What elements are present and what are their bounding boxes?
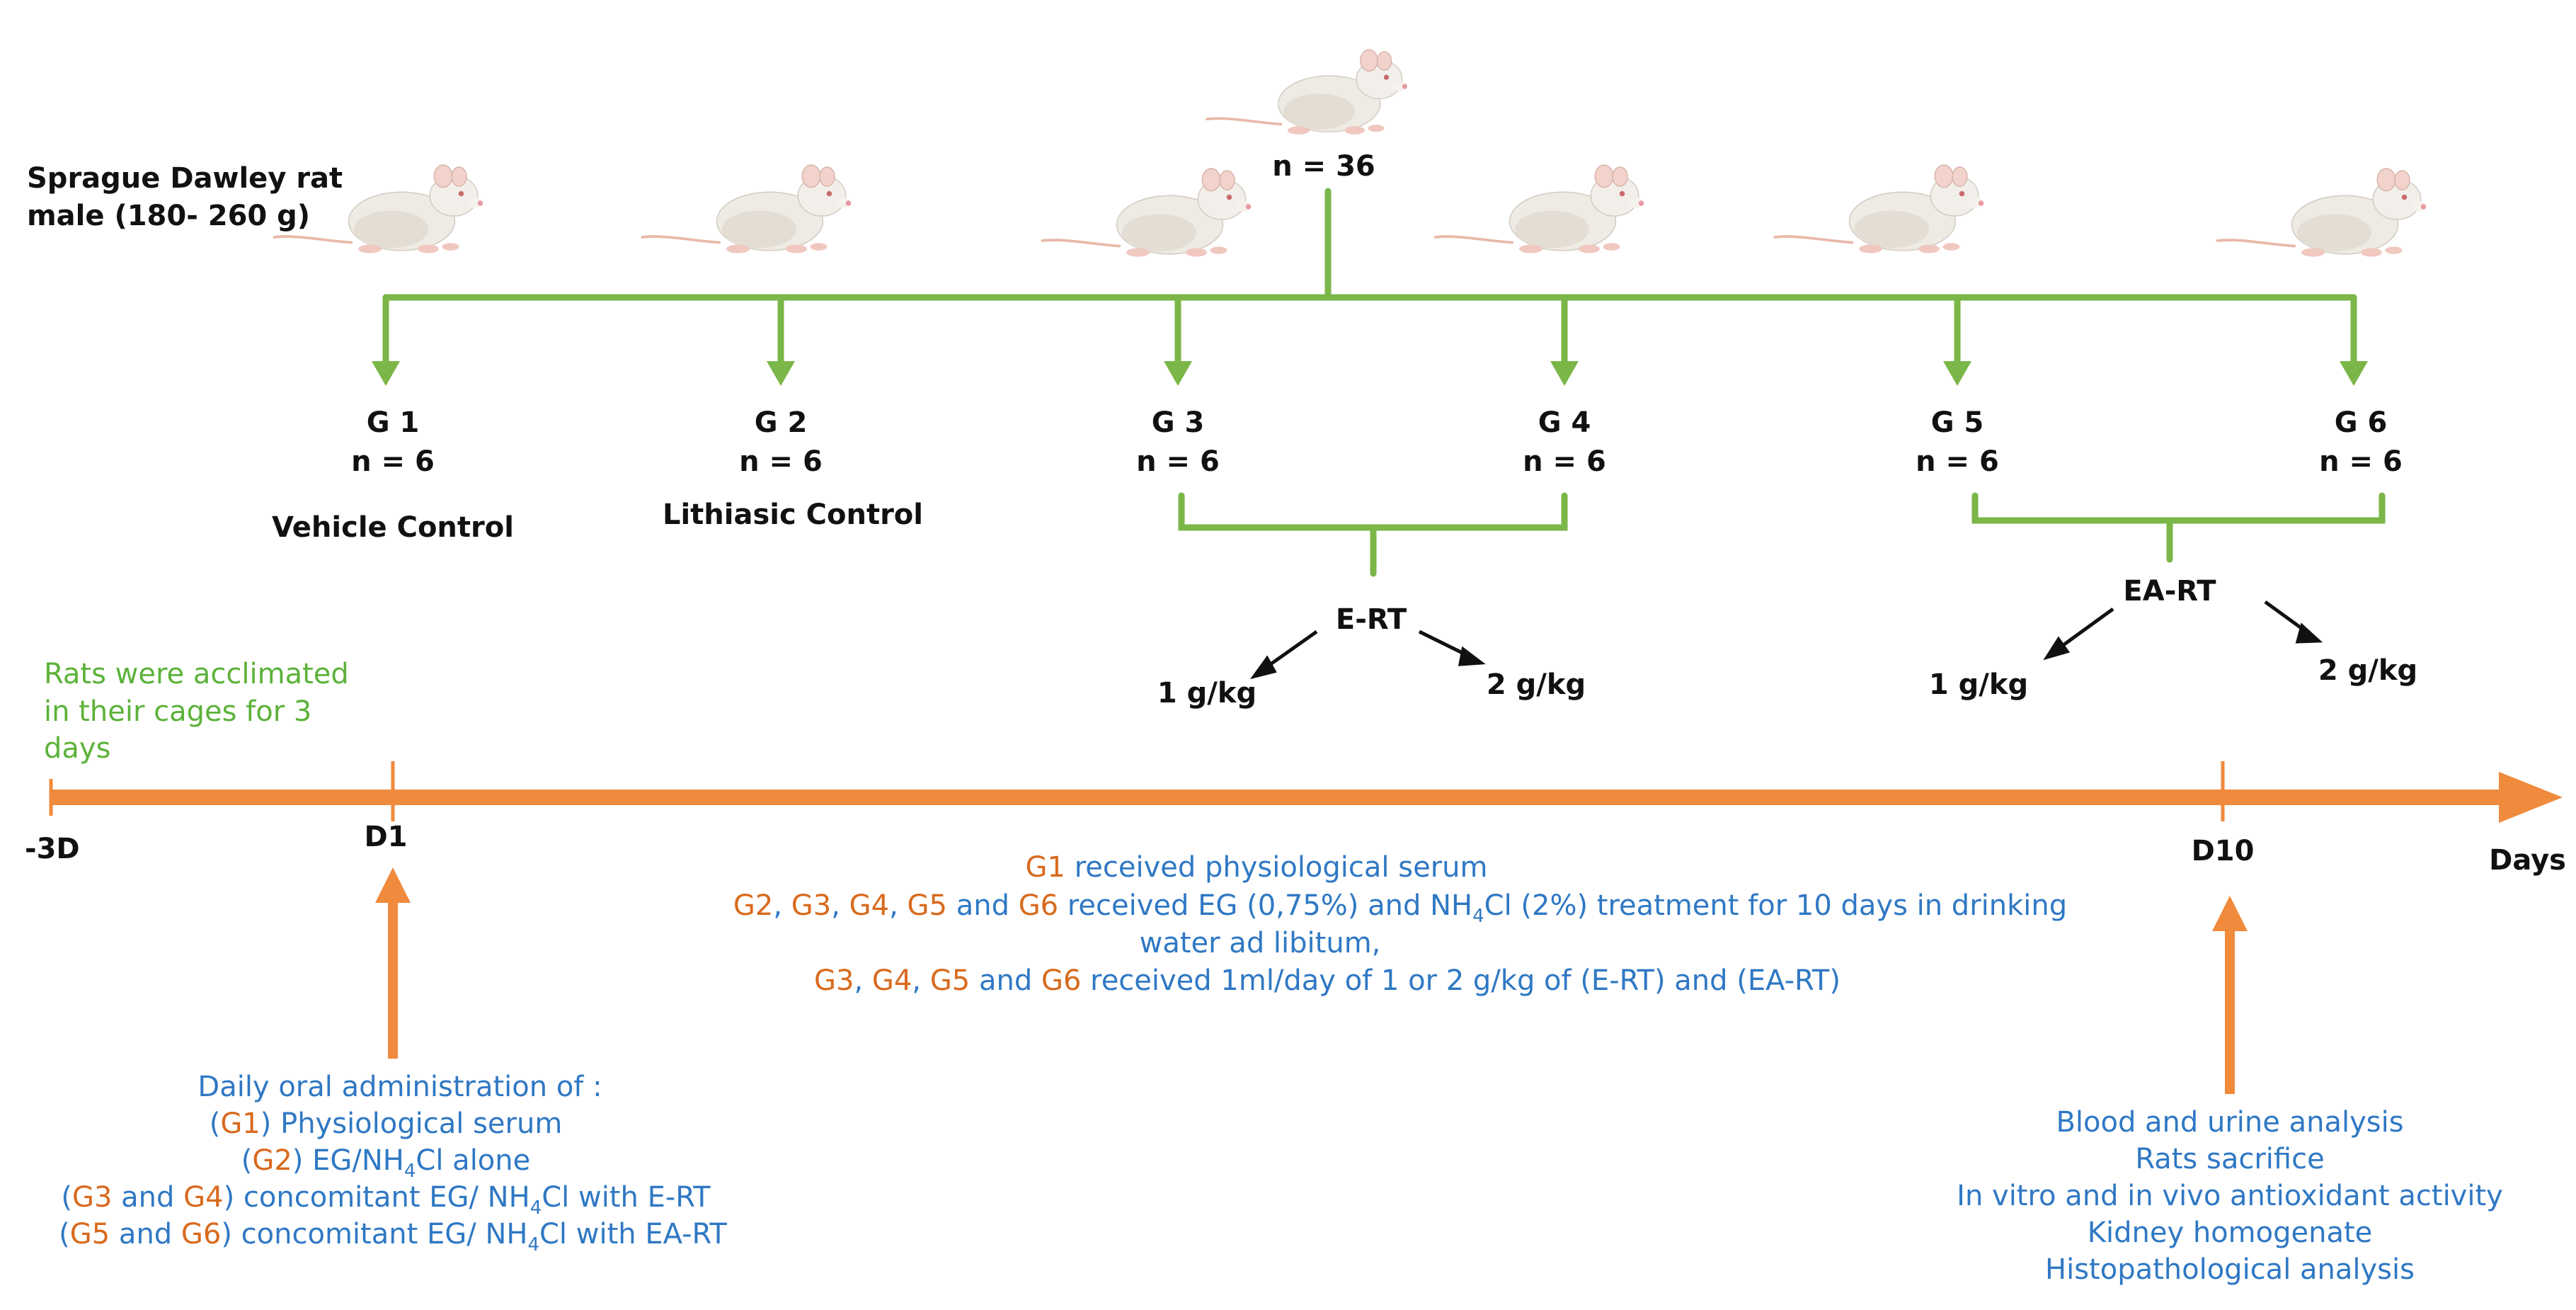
timeline-start-label: -3D bbox=[25, 833, 80, 865]
svg-text:G 6: G 6 bbox=[2335, 406, 2388, 439]
svg-text:G1 received physiological seru: G1 received physiological serum bbox=[1026, 851, 1488, 884]
svg-text:1 g/kg: 1 g/kg bbox=[1929, 668, 2028, 701]
day1-arrow bbox=[375, 867, 411, 1059]
timeline-axis bbox=[49, 761, 2563, 823]
treatment-eart: EA-RT 1 g/kg 2 g/kg bbox=[1929, 575, 2417, 701]
svg-text:n = 6: n = 6 bbox=[1136, 445, 1220, 478]
svg-text:1 g/kg: 1 g/kg bbox=[1157, 677, 1256, 710]
svg-text:(G2) EG/NH4Cl alone: (G2) EG/NH4Cl alone bbox=[241, 1144, 531, 1182]
group-g1: G 1 n = 6 Vehicle Control bbox=[272, 406, 514, 544]
svg-text:G 3: G 3 bbox=[1152, 406, 1205, 439]
group-g5: G 5 n = 6 bbox=[1916, 406, 1999, 478]
svg-text:(G3 and G4) concomitant EG/ NH: (G3 and G4) concomitant EG/ NH4Cl with E… bbox=[61, 1181, 711, 1219]
acclimation-note: Rats were acclimated in their cages for … bbox=[44, 658, 349, 765]
svg-text:2 g/kg: 2 g/kg bbox=[1487, 668, 1586, 701]
daily-administration-text: Daily oral administration of : (G1) Phys… bbox=[59, 1071, 727, 1255]
species-weight-label: male (180- 260 g) bbox=[27, 200, 310, 232]
total-n-label: n = 36 bbox=[1272, 150, 1375, 183]
rat-icon bbox=[1773, 164, 1986, 255]
svg-text:Rats were acclimated: Rats were acclimated bbox=[44, 658, 349, 690]
group-tree bbox=[382, 188, 2386, 577]
group-g2: G 2 n = 6 Lithiasic Control bbox=[663, 406, 923, 531]
svg-text:n = 6: n = 6 bbox=[1916, 445, 1999, 478]
svg-text:G 2: G 2 bbox=[755, 406, 808, 439]
rat-icon bbox=[1433, 164, 1646, 255]
svg-text:G 5: G 5 bbox=[1931, 406, 1984, 439]
day10-arrow bbox=[2212, 896, 2248, 1094]
svg-text:Kidney homogenate: Kidney homogenate bbox=[2088, 1217, 2373, 1249]
group-g3: G 3 n = 6 bbox=[1136, 406, 1220, 478]
svg-text:n = 6: n = 6 bbox=[351, 445, 435, 478]
timeline-day10-label: D10 bbox=[2192, 835, 2255, 867]
svg-text:Vehicle Control: Vehicle Control bbox=[272, 511, 514, 544]
final-analysis-text: Blood and urine analysis Rats sacrifice … bbox=[1957, 1106, 2503, 1286]
treatment-protocol-text: G1 received physiological serum G2, G3, … bbox=[733, 851, 2067, 997]
svg-text:n = 6: n = 6 bbox=[1523, 445, 1606, 478]
svg-text:G 1: G 1 bbox=[367, 406, 420, 439]
svg-text:(G5 and G6) concomitant EG/ NH: (G5 and G6) concomitant EG/ NH4Cl with E… bbox=[59, 1218, 727, 1255]
svg-text:Lithiasic Control: Lithiasic Control bbox=[663, 499, 923, 531]
svg-text:E-RT: E-RT bbox=[1336, 603, 1407, 636]
timeline-day1-label: D1 bbox=[364, 821, 407, 853]
group-arrowheads bbox=[372, 361, 2368, 386]
svg-text:in their cages for 3: in their cages for 3 bbox=[44, 695, 311, 728]
svg-text:Histopathological analysis: Histopathological analysis bbox=[2045, 1253, 2415, 1286]
species-label: Sprague Dawley rat bbox=[27, 162, 343, 195]
group-g6: G 6 n = 6 bbox=[2319, 406, 2403, 478]
treatment-ert: E-RT 1 g/kg 2 g/kg bbox=[1157, 603, 1586, 710]
rat-icon bbox=[2216, 167, 2428, 258]
svg-text:G2, G3, G4, G5 and G6 received: G2, G3, G4, G5 and G6 received EG (0,75%… bbox=[733, 889, 2067, 927]
svg-text:Rats sacrifice: Rats sacrifice bbox=[2135, 1143, 2324, 1175]
svg-text:G3, G4, G5 and G6 received 1ml: G3, G4, G5 and G6 received 1ml/day of 1 … bbox=[814, 964, 1841, 997]
timeline-end-label: Days bbox=[2489, 844, 2566, 877]
group-g4: G 4 n = 6 bbox=[1523, 406, 1606, 478]
svg-text:In vitro and in vivo antioxida: In vitro and in vivo antioxidant activit… bbox=[1957, 1180, 2503, 1212]
svg-text:n = 6: n = 6 bbox=[2319, 445, 2403, 478]
svg-text:days: days bbox=[44, 732, 110, 765]
svg-text:G 4: G 4 bbox=[1538, 406, 1591, 439]
rat-icon bbox=[1206, 48, 1409, 136]
svg-text:n = 6: n = 6 bbox=[739, 445, 823, 478]
svg-text:water ad libitum,: water ad libitum, bbox=[1140, 927, 1381, 959]
svg-text:Blood and urine analysis: Blood and urine analysis bbox=[2056, 1106, 2403, 1139]
rat-icon bbox=[1041, 167, 1253, 258]
rat-icon bbox=[641, 164, 853, 255]
svg-text:Daily oral administration of :: Daily oral administration of : bbox=[198, 1071, 602, 1103]
svg-text:2 g/kg: 2 g/kg bbox=[2318, 654, 2417, 687]
svg-text:(G1) Physiological serum: (G1) Physiological serum bbox=[210, 1107, 563, 1140]
svg-text:EA-RT: EA-RT bbox=[2123, 575, 2216, 608]
